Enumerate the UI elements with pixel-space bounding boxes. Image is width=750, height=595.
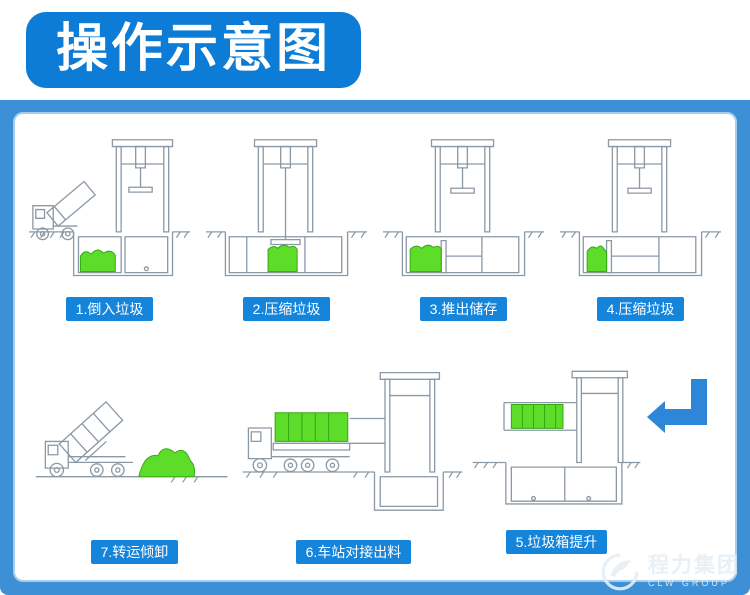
step-4-label: 4.压缩垃圾: [596, 297, 685, 321]
figure-push-to-storage-icon: [381, 132, 546, 292]
diagram-panel: 1.倒入垃圾: [13, 112, 737, 582]
page-title-text: 操作示意图: [56, 20, 332, 78]
step-7: 7.转运倾卸: [31, 365, 238, 564]
figure-transfer-dump-icon: [32, 365, 237, 483]
figure-station-discharge-icon: [239, 365, 467, 535]
steps-row-1: 1.倒入垃圾: [21, 128, 729, 321]
step-4: 4.压缩垃圾: [558, 132, 723, 321]
figure-compress-garbage-icon: [204, 132, 369, 292]
figure-bin-lift-icon: [469, 365, 644, 525]
flow-arrow-wrap: [644, 365, 719, 444]
figure-compress-garbage-2-icon: [558, 132, 723, 292]
step-3: 3.推出储存: [381, 132, 546, 321]
brand-watermark: 程力集团 CLW GROUP: [599, 551, 740, 593]
brand-text: 程力集团 CLW GROUP: [648, 554, 740, 589]
step-3-label: 3.推出储存: [419, 297, 508, 321]
figure-dump-in-garbage-icon: [27, 132, 192, 292]
step-6-label: 6.车站对接出料: [295, 540, 412, 564]
steps-row-2: 7.转运倾卸: [21, 365, 729, 564]
step-5-label: 5.垃圾箱提升: [505, 530, 608, 554]
step-1-label: 1.倒入垃圾: [65, 297, 154, 321]
step-2-label: 2.压缩垃圾: [242, 297, 331, 321]
brand-name-en: CLW GROUP: [648, 578, 730, 589]
step-7-label: 7.转运倾卸: [90, 540, 179, 564]
step-5: 5.垃圾箱提升: [469, 365, 644, 554]
step-2: 2.压缩垃圾: [204, 132, 369, 321]
step-6: 6.车站对接出料: [238, 365, 469, 564]
step-1: 1.倒入垃圾: [27, 132, 192, 321]
flow-arrow-left-icon: [647, 379, 708, 433]
clw-logo-icon: [601, 553, 639, 591]
page-title: 操作示意图: [26, 12, 362, 88]
brand-name-cn: 程力集团: [648, 554, 740, 578]
